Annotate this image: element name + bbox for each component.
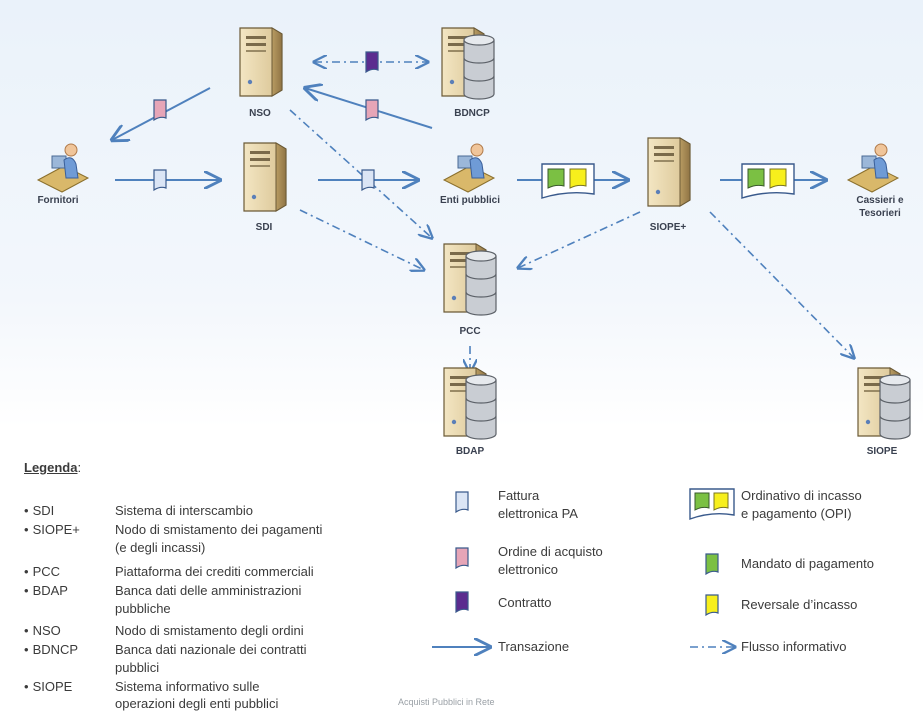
legend-ordine-text-2: elettronico: [498, 562, 558, 577]
legend-opi-text-2: e pagamento (OPI): [741, 506, 852, 521]
legend-mandato-text: Mandato di pagamento: [741, 556, 874, 571]
flow-sdi-to-pcc: [299, 209, 424, 270]
opi-bundle-icon: [741, 163, 795, 199]
sdi-label: SDI: [256, 222, 273, 233]
enti-pubblici-label: Enti pubblici: [440, 195, 500, 206]
nso-label: NSO: [249, 108, 271, 119]
watermark-text: Acquisti Pubblici in Rete: [398, 697, 495, 707]
legend-desc-siope-plus-2: (e degli incassi): [115, 540, 206, 555]
siope-plus-label: SIOPE+: [650, 222, 687, 233]
legend-title: Legenda: [24, 460, 78, 475]
legend-desc-nso: Nodo di smistamento degli ordini: [115, 623, 304, 638]
cassieri-label-line1: Cassieri e: [856, 195, 904, 206]
legend-reversale-text: Reversale d’incasso: [741, 597, 858, 612]
legend-desc-siope-plus-1: Nodo di smistamento dei pagamenti: [115, 522, 323, 537]
siope-label: SIOPE: [867, 446, 898, 457]
opi-bundle-icon: [541, 163, 595, 199]
cassieri-label-line2: Tesorieri: [859, 208, 901, 219]
legend-contratto-text: Contratto: [498, 595, 552, 610]
legend-title-wrap: Legenda:: [24, 459, 81, 477]
flow-nso-to-pcc: [289, 109, 432, 238]
flow-siope-plus-to-siope: [709, 211, 854, 358]
pcc-label: PCC: [459, 326, 480, 337]
bdncp-label: BDNCP: [454, 108, 490, 119]
legend-desc-pcc: Piattaforma dei crediti commerciali: [115, 564, 314, 579]
legend-desc-siope-1: Sistema informativo sulle: [115, 679, 260, 694]
fornitori-label: Fornitori: [37, 195, 78, 206]
legend-opi-icon: [689, 488, 735, 520]
legend-abbr-nso: NSO: [24, 622, 61, 640]
legend-transazione-text: Transazione: [498, 639, 570, 654]
legend-desc-siope-2: operazioni degli enti pubblici: [115, 696, 279, 711]
legend-ordine-text-1: Ordine di acquisto: [498, 544, 603, 559]
legend-abbr-siope-plus: SIOPE+: [24, 521, 80, 539]
legend-desc-bdap-1: Banca dati delle amministrazioni: [115, 583, 302, 598]
legend-abbr-pcc: PCC: [24, 563, 60, 581]
flow-siope-plus-to-pcc: [518, 211, 641, 268]
legend-abbr-bdncp: BDNCP: [24, 641, 79, 659]
legend-title-colon: :: [77, 460, 82, 475]
legend-fattura-text-1: Fattura: [498, 488, 540, 503]
bdap-label: BDAP: [456, 446, 485, 457]
legend-flusso-text: Flusso informativo: [741, 639, 847, 654]
legend-opi-text-1: Ordinativo di incasso: [741, 488, 862, 503]
legend-desc-sdi: Sistema di interscambio: [115, 503, 253, 518]
legend-desc-bdncp-2: pubblici: [115, 660, 160, 675]
legend-abbr-bdap: BDAP: [24, 582, 68, 600]
legend-abbr-sdi: SDI: [24, 502, 55, 520]
legend-abbr-siope: SIOPE: [24, 678, 73, 696]
legend-desc-bdncp-1: Banca dati nazionale dei contratti: [115, 642, 307, 657]
legend-fattura-text-2: elettronica PA: [498, 506, 578, 521]
legend-desc-bdap-2: pubbliche: [115, 601, 171, 616]
